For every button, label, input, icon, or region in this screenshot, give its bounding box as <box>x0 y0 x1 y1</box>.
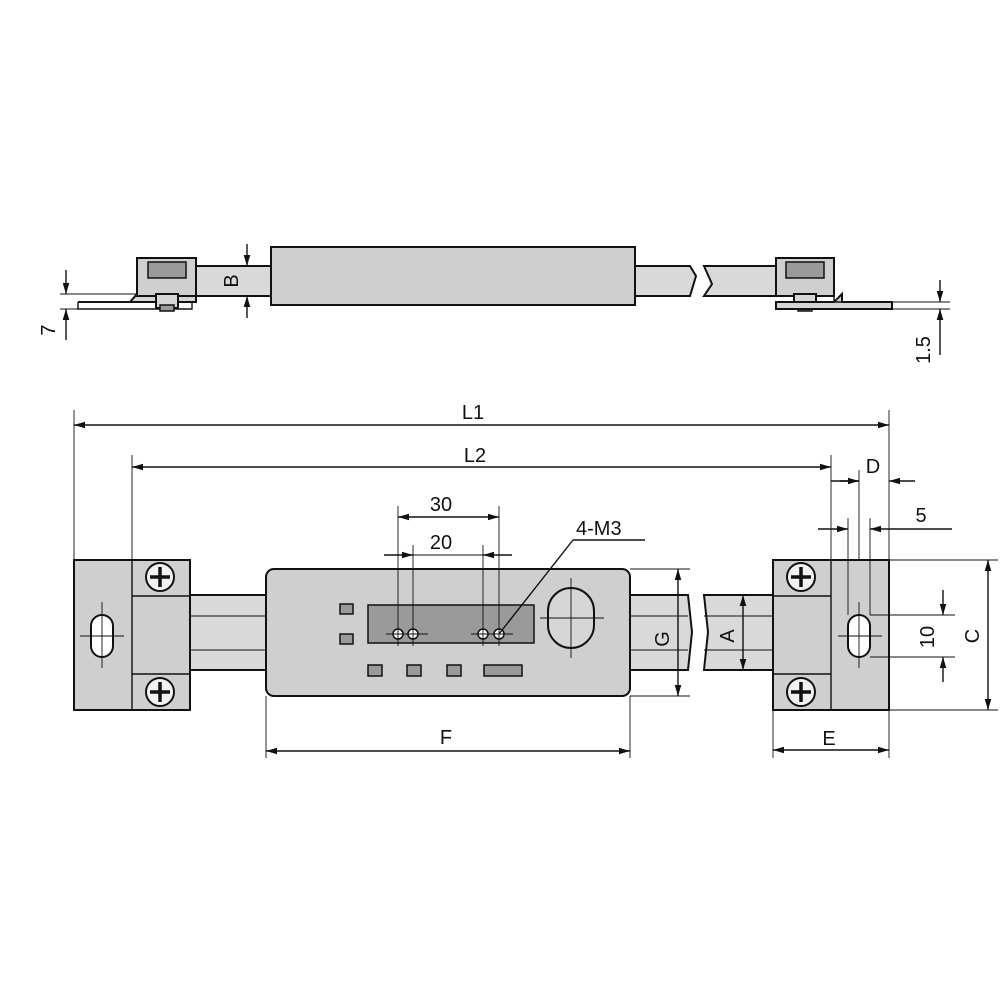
indicator-led <box>339 603 354 615</box>
indicator-block <box>483 664 523 677</box>
dim-label-1-5: 1.5 <box>913 336 935 364</box>
mounting-window <box>367 604 535 644</box>
m3-hole <box>471 620 495 646</box>
dim-label-G: G <box>652 631 674 647</box>
dim-label-10: 10 <box>917 626 939 648</box>
top-view: L1 L2 D 5 30 20 4-M3 <box>73 402 998 758</box>
dim-label-L2: L2 <box>464 445 486 467</box>
dim-label-B: B <box>221 274 243 287</box>
dim-label-F: F <box>440 727 452 749</box>
indicator-block <box>367 664 383 677</box>
dim-label-D: D <box>866 456 880 478</box>
screw-icon <box>145 562 175 592</box>
dim-label-L1: L1 <box>462 402 484 424</box>
right-rail-side <box>634 265 698 297</box>
screw-icon <box>145 677 175 707</box>
screw-icon <box>786 562 816 592</box>
indicator-block <box>446 664 462 677</box>
dim-label-5: 5 <box>915 505 926 527</box>
dim-label-A: A <box>717 629 739 643</box>
dim-label-E: E <box>822 728 835 750</box>
m3-hole <box>403 620 428 646</box>
dim-label-30: 30 <box>430 494 452 516</box>
screw-icon <box>786 677 816 707</box>
dim-label-4-M3: 4-M3 <box>576 518 622 540</box>
left-rail-top <box>189 594 267 671</box>
head-side-body <box>270 246 636 306</box>
dim-label-7: 7 <box>38 324 60 335</box>
side-view: 7 B 1.5 <box>38 244 950 364</box>
indicator-led <box>339 633 354 645</box>
indicator-block <box>406 664 422 677</box>
dim-label-C: C <box>962 629 984 643</box>
dim-label-20: 20 <box>430 532 452 554</box>
